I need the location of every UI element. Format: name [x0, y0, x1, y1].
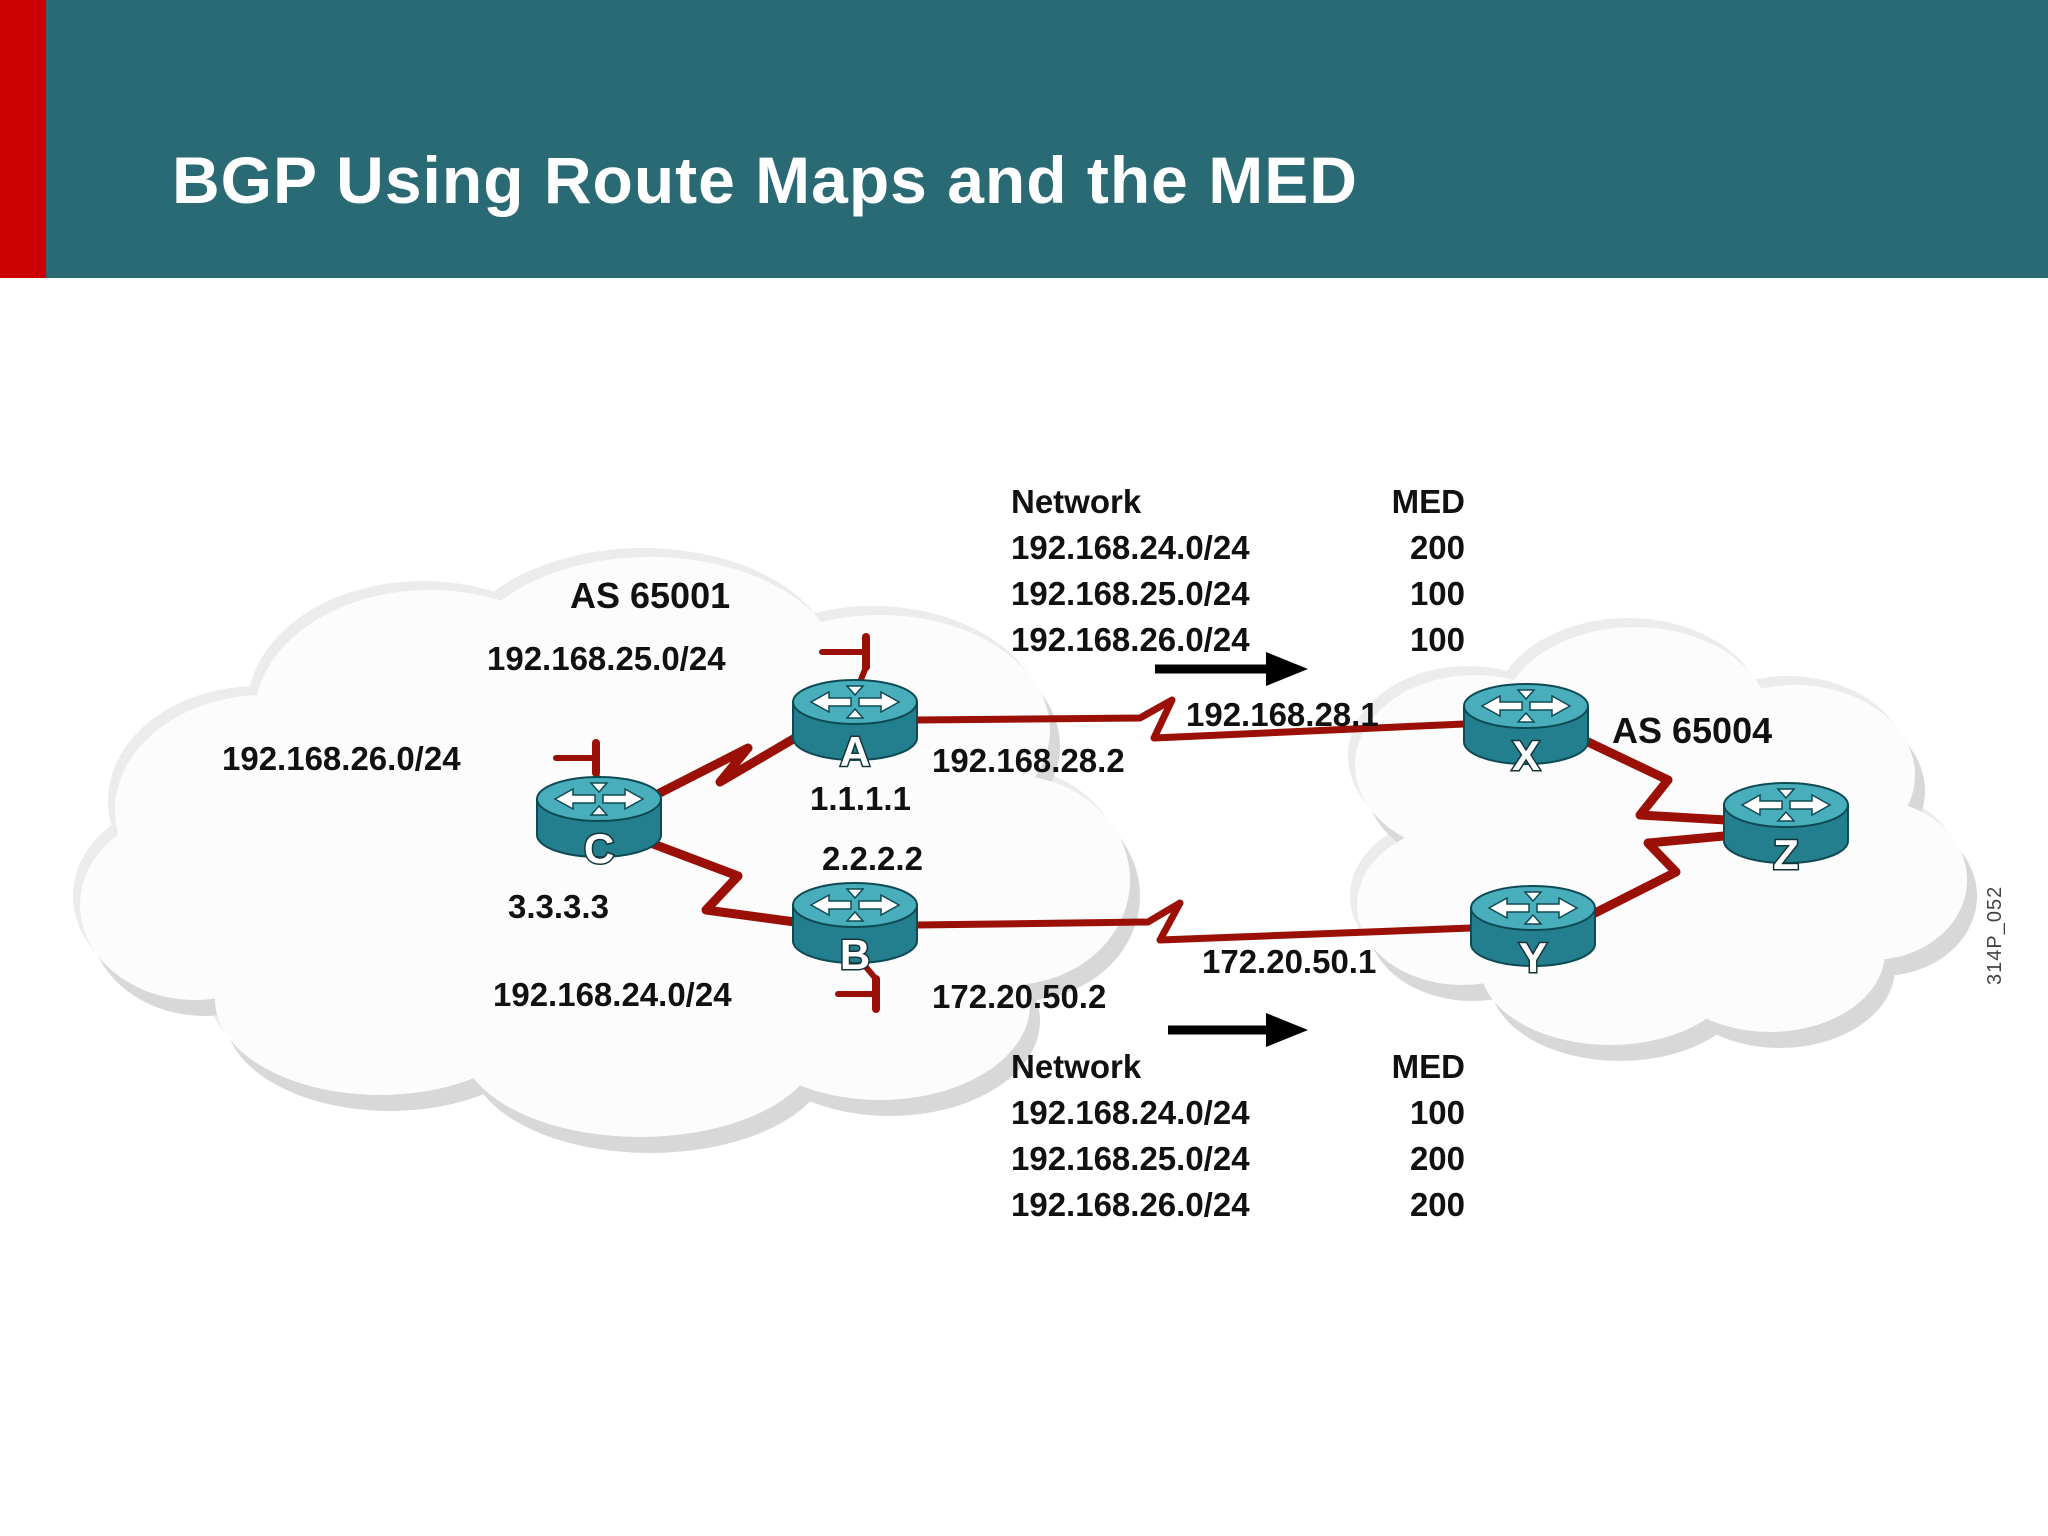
link-c-a — [645, 733, 800, 803]
link-c-b — [643, 837, 800, 927]
router-z-label: Z — [1773, 831, 1799, 878]
link-y-side-ip-label: 172.20.50.1 — [1202, 943, 1377, 980]
med-table-bottom-header-network: Network — [1011, 1048, 1142, 1085]
link-x-side-ip-label: 192.168.28.1 — [1186, 696, 1379, 733]
link-a-side-ip-label: 192.168.28.2 — [932, 742, 1125, 779]
med-table-bottom: Network MED 192.168.24.0/24 100 192.168.… — [1011, 1044, 1465, 1228]
advertisement-arrow-top — [1155, 652, 1308, 686]
table-row: 100 — [1409, 621, 1465, 658]
router-b-label: B — [840, 931, 870, 978]
router-a-label: A — [840, 728, 870, 775]
red-accent-strip — [0, 0, 46, 278]
net26-label: 192.168.26.0/24 — [222, 740, 461, 777]
router-a-ip-label: 1.1.1.1 — [810, 780, 911, 817]
net25-label: 192.168.25.0/24 — [487, 640, 726, 677]
table-row: 200 — [1409, 1140, 1465, 1177]
med-table-bottom-header-med: MED — [1391, 1048, 1465, 1085]
link-a-x — [913, 696, 1468, 742]
title-bar: BGP Using Route Maps and the MED — [0, 0, 2048, 278]
table-row: 200 — [1409, 1186, 1465, 1223]
as65001-label: AS 65001 — [570, 575, 731, 616]
router-c: C — [536, 776, 662, 874]
router-z: Z — [1723, 782, 1849, 880]
router-y-label: Y — [1519, 934, 1547, 981]
net24-label: 192.168.24.0/24 — [493, 976, 732, 1013]
table-row: 192.168.25.0/24 — [1011, 1140, 1250, 1177]
table-row: 100 — [1409, 1094, 1465, 1131]
router-c-label: C — [584, 825, 614, 872]
figure-code: 314P_052 — [1984, 885, 2006, 985]
table-row: 100 — [1409, 575, 1465, 612]
table-row: 192.168.26.0/24 — [1011, 1186, 1250, 1223]
advertisement-arrow-bottom — [1168, 1013, 1308, 1047]
router-c-ip-label: 3.3.3.3 — [508, 888, 609, 925]
table-row: 192.168.24.0/24 — [1011, 1094, 1250, 1131]
link-x-z — [1583, 737, 1731, 825]
router-b: B — [792, 882, 918, 980]
router-x: X — [1463, 683, 1589, 781]
table-row: 192.168.24.0/24 — [1011, 529, 1250, 566]
as65004-label: AS 65004 — [1612, 710, 1773, 751]
link-b-side-ip-label: 172.20.50.2 — [932, 978, 1107, 1015]
router-a: A — [792, 679, 918, 777]
router-x-label: X — [1512, 732, 1540, 779]
link-y-z — [1590, 831, 1729, 918]
table-row: 192.168.26.0/24 — [1011, 621, 1250, 658]
table-row: 192.168.25.0/24 — [1011, 575, 1250, 612]
router-y: Y — [1470, 885, 1596, 983]
slide-title: BGP Using Route Maps and the MED — [172, 143, 1358, 217]
med-table-top-header-med: MED — [1391, 483, 1465, 520]
med-table-top-header-network: Network — [1011, 483, 1142, 520]
table-row: 200 — [1409, 529, 1465, 566]
link-b-y — [913, 899, 1475, 944]
router-b-ip-label: 2.2.2.2 — [822, 840, 923, 877]
med-table-top: Network MED 192.168.24.0/24 200 192.168.… — [1011, 479, 1465, 663]
